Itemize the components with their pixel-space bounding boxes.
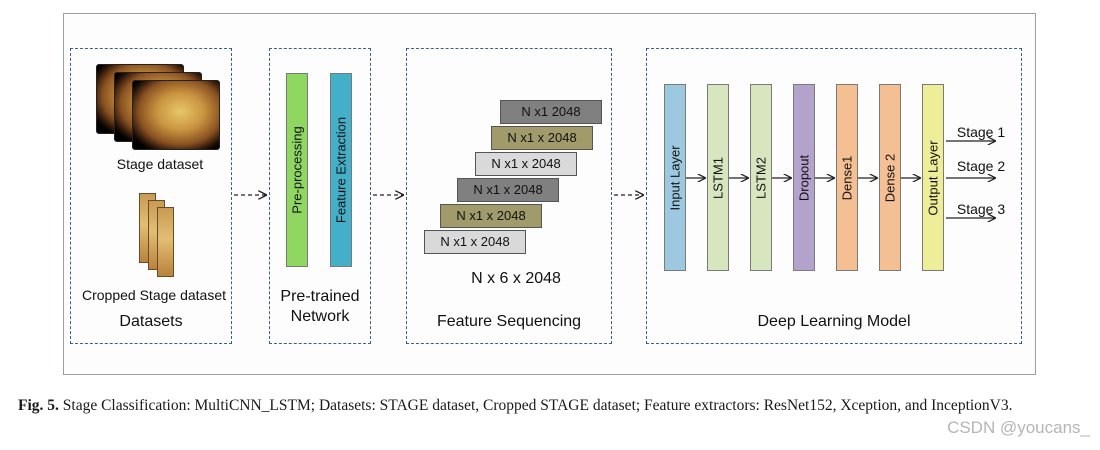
layer-bar: Input Layer	[664, 84, 686, 271]
cropped-dataset-label: Cropped Stage dataset	[82, 287, 226, 303]
output-stage-2: Stage 2	[956, 158, 1006, 174]
sequence-row: N x1 x 2048	[424, 230, 526, 254]
output-stage-1: Stage 1	[956, 124, 1006, 140]
pretrained-title: Pre-trained Network	[269, 287, 371, 327]
pretrained-title-line1: Pre-trained	[280, 288, 360, 305]
datasets-title: Datasets	[119, 313, 183, 330]
caption-fig-label: Fig. 5.	[18, 397, 59, 414]
sequence-shape-label: N x 6 x 2048	[471, 270, 561, 287]
preprocessing-bar: Pre-processing	[286, 73, 308, 267]
pretrained-panel	[269, 48, 371, 344]
sequence-row: N x1 x 2048	[491, 126, 593, 150]
sequencing-panel	[406, 48, 612, 344]
sequence-row: N x1 x 2048	[475, 152, 577, 176]
figure-caption: Fig. 5. Stage Classification: MultiCNN_L…	[18, 396, 1084, 416]
sequence-row: N x1 x 2048	[440, 204, 542, 228]
model-panel	[646, 48, 1022, 344]
layer-bar: Dense1	[836, 84, 858, 271]
stage-dataset-label: Stage dataset	[116, 156, 204, 172]
layer-bar: LSTM1	[707, 84, 729, 271]
sequence-row: N x1 2048	[500, 100, 602, 124]
layer-bar: Output Layer	[922, 84, 944, 271]
watermark: CSDN @youcans_	[947, 418, 1090, 437]
layer-bar: Dense 2	[879, 84, 901, 271]
sequencing-title: Feature Sequencing	[436, 313, 582, 330]
feature-extraction-bar: Feature Extraction	[330, 73, 352, 267]
model-title: Deep Learning Model	[757, 313, 911, 330]
fundus-image-3	[132, 80, 220, 150]
cropped-image-3	[157, 207, 174, 277]
sequence-row: N x1 x 2048	[457, 178, 559, 202]
output-stage-3: Stage 3	[956, 201, 1006, 217]
pretrained-title-line2: Network	[290, 308, 350, 325]
datasets-panel	[70, 48, 232, 344]
layer-bar: LSTM2	[750, 84, 772, 271]
layer-bar: Dropout	[793, 84, 815, 271]
caption-text: Stage Classification: MultiCNN_LSTM; Dat…	[62, 397, 1013, 414]
